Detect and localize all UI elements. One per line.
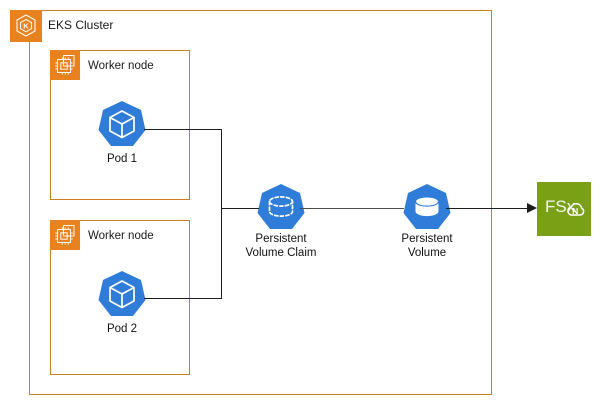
kubernetes-pod-icon	[98, 271, 146, 316]
eks-cluster-label: EKS Cluster	[48, 18, 114, 32]
edge-trunk-vertical	[221, 129, 223, 299]
worker-node-1-label: Worker node	[88, 60, 154, 72]
eks-cluster-group-box	[29, 10, 492, 395]
edge-pvc-to-pv	[300, 208, 404, 210]
worker-node-icon	[50, 220, 80, 250]
kubernetes-pod-icon	[98, 101, 146, 146]
amazon-fsx-netapp-ontap-icon: FSx N	[537, 182, 591, 236]
edge-pod1-to-pvc	[144, 129, 222, 131]
pv-caption: Persistent Volume	[401, 233, 453, 259]
kubernetes-pvc-icon	[257, 184, 305, 229]
edge-trunk-to-pvc	[221, 208, 259, 210]
worker-node-icon	[50, 50, 80, 80]
pvc-caption: Persistent Volume Claim	[245, 233, 317, 259]
svg-text:N: N	[572, 206, 578, 216]
worker-node-1-group-box	[50, 50, 190, 200]
edge-pv-to-fsx	[446, 208, 534, 210]
eks-cluster-icon: K	[10, 10, 42, 42]
worker-node-2-label: Worker node	[88, 230, 154, 242]
edge-pv-to-fsx-arrowhead	[527, 202, 537, 213]
pod-1-caption: Pod 1	[106, 153, 138, 165]
kubernetes-pv-icon	[403, 184, 451, 229]
pod-2-caption: Pod 2	[106, 323, 138, 335]
worker-node-2-group-box	[50, 220, 190, 375]
edge-pod2-to-pvc	[144, 298, 222, 300]
svg-text:K: K	[23, 21, 29, 30]
